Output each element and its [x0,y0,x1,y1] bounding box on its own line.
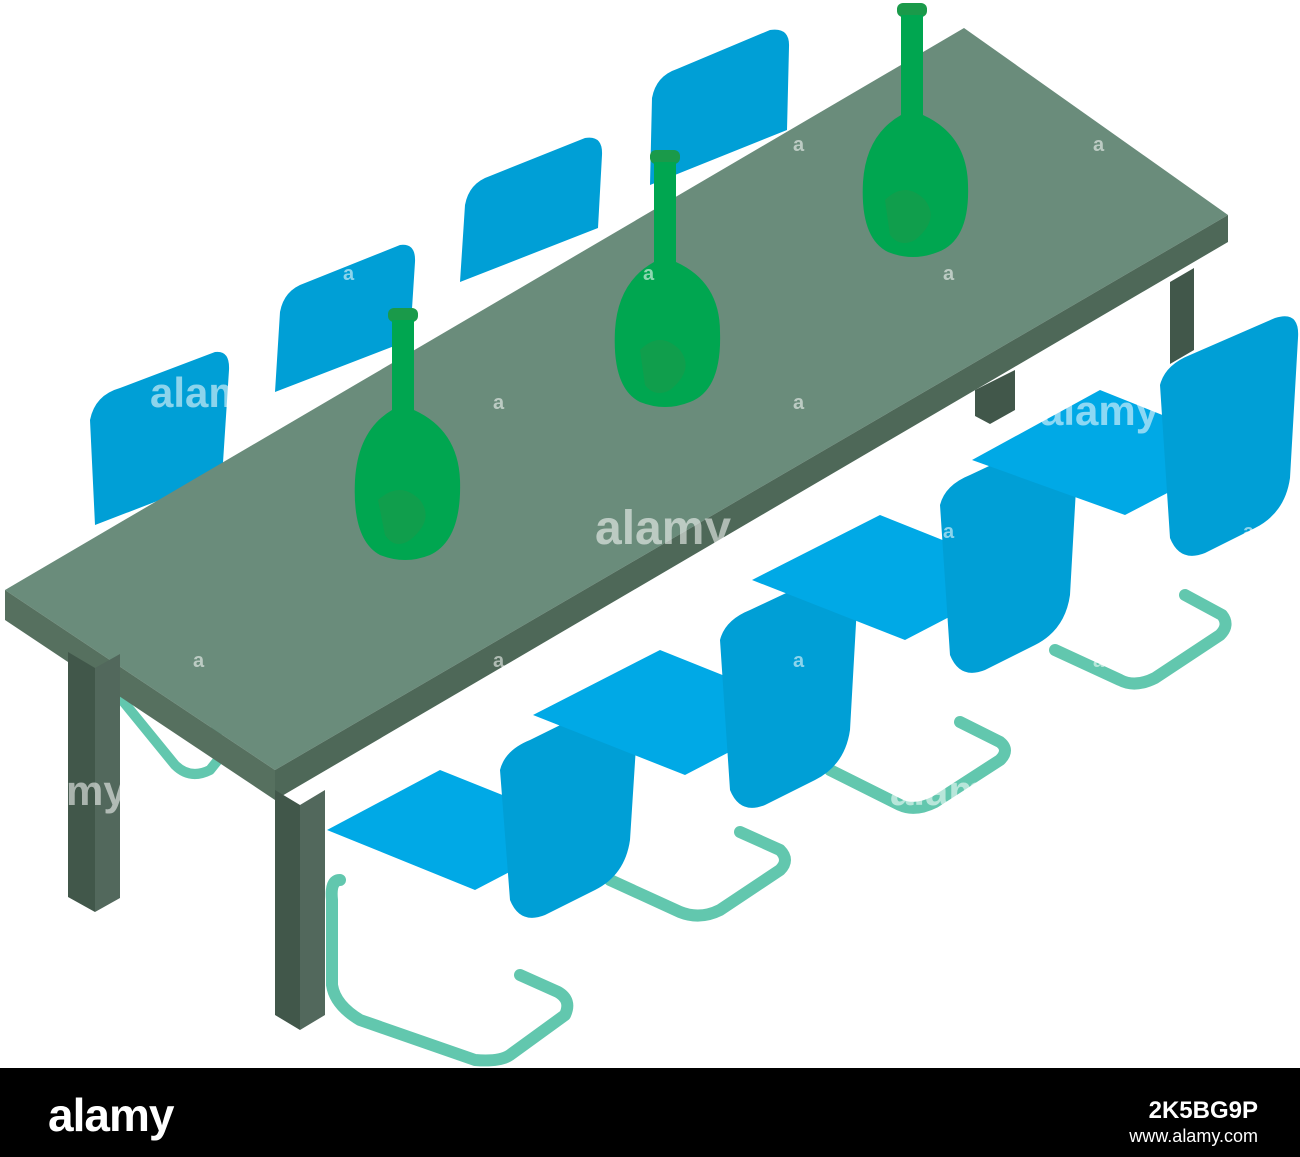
table-leg [68,652,95,912]
footer-logo: alamy [48,1089,174,1141]
image-id-label: 2K5BG9P [1148,1097,1258,1124]
table-leg [275,790,300,1030]
front-chair [972,316,1299,556]
table-edge-side [275,215,1228,800]
chair-back [940,433,1078,673]
footer-url: www.alamy.com [1129,1126,1258,1146]
back-chair [275,244,416,392]
conference-table-illustration [5,3,1299,1067]
back-chair [460,137,603,282]
back-chair [650,29,790,185]
table-leg [300,790,325,1030]
bottle [354,308,461,560]
table-leg [1170,268,1194,364]
chair-back [720,568,858,808]
bottle [862,3,969,257]
front-chair [752,433,1078,673]
front-chair-frame [325,589,1232,1067]
table-leg [975,370,1015,424]
front-chair [327,696,638,918]
chair-back [1160,316,1299,556]
chair-back [500,696,638,918]
back-chair-frame [117,690,223,779]
table-leg [95,654,120,912]
stock-footer-bar: alamy 2K5BG9P www.alamy.com [0,1068,1300,1157]
front-chair [533,568,858,808]
bottle [614,150,721,407]
table-edge-front [5,590,275,800]
